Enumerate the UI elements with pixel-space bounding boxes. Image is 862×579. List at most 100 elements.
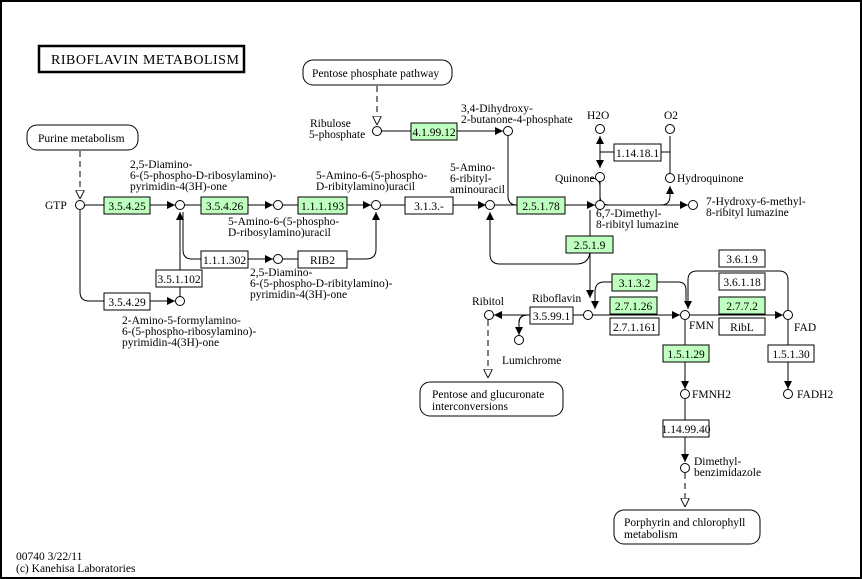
enzyme-label: 3.6.1.9 <box>726 254 758 266</box>
compound-label: 2-Amino-5-formylamino- <box>122 315 241 327</box>
enzyme-label: RibL <box>730 322 754 334</box>
compound-node-ribitol[interactable] <box>484 310 494 320</box>
enzyme-box-3-5-4-29[interactable]: 3.5.4.29 <box>103 292 151 311</box>
svg-text:Pentose and glucuronate: Pentose and glucuronate <box>432 389 544 401</box>
enzyme-box-1-14-18-1[interactable]: 1.14.18.1 <box>613 143 662 162</box>
enzyme-box-1-14-99-40[interactable]: 1.14.99.40 <box>662 419 711 438</box>
compound-node-h2o[interactable] <box>595 124 605 134</box>
enzyme-label: 3.5.99.1 <box>533 311 571 323</box>
compound-node-hydroxy-lumazine[interactable] <box>688 200 698 210</box>
map-pentose-phosphate-pathway[interactable]: Pentose phosphate pathway <box>302 59 453 86</box>
enzyme-label: 1.5.1.30 <box>772 349 810 361</box>
compound-label: 2,5-Diamino- <box>130 159 192 171</box>
enzyme-boxes: 3.5.4.25 3.5.4.26 1.1.1.193 3.1.3.- 4.1.99.1… <box>103 122 815 438</box>
enzyme-label: 3.1.3.- <box>414 201 444 213</box>
compound-label: 6,7-Dimethyl- <box>596 208 662 220</box>
enzyme-box-2-5-1-78[interactable]: 2.5.1.78 <box>516 196 566 215</box>
enzyme-label: 3.5.1.102 <box>157 274 200 286</box>
enzyme-box-1-5-1-30[interactable]: 1.5.1.30 <box>767 344 815 363</box>
enzyme-label: 4.1.99.12 <box>412 127 455 139</box>
compound-label: 2,5-Diamino- <box>250 267 312 279</box>
compound-node-dmrl[interactable] <box>595 200 605 210</box>
enzyme-label: 2.7.1.26 <box>615 301 653 313</box>
compound-node-fmnh2[interactable] <box>680 389 690 399</box>
footer: 00740 3/22/11 (c) Kanehisa Laboratories <box>16 551 136 575</box>
enzyme-box-2-7-1-161[interactable]: 2.7.1.161 <box>609 317 660 336</box>
enzyme-label: RIB2 <box>310 255 335 267</box>
compound-label: 8-ribityl lumazine <box>596 219 679 231</box>
compound-label: D-ribosylamino)uracil <box>228 227 331 239</box>
compound-node-quinone[interactable] <box>595 172 605 182</box>
enzyme-box-3-6-1-9[interactable]: 3.6.1.9 <box>718 249 766 268</box>
enzyme-box-3-5-4-25[interactable]: 3.5.4.25 <box>103 196 151 215</box>
enzyme-box-3-1-3-[interactable]: 3.1.3.- <box>404 196 454 215</box>
compound-node-riboflavin[interactable] <box>583 310 593 320</box>
compound-label: FMN <box>689 320 715 332</box>
compound-label: 3,4-Dihydroxy- <box>461 103 533 115</box>
enzyme-label: 1.14.18.1 <box>616 148 659 160</box>
svg-text:RIBOFLAVIN METABOLISM: RIBOFLAVIN METABOLISM <box>51 53 239 68</box>
compound-label: 8-ribityl lumazine <box>706 207 789 219</box>
enzyme-box-3-5-4-26[interactable]: 3.5.4.26 <box>200 196 249 215</box>
map-porphyrin-chlorophyll-metabolism[interactable]: Porphyrin and chlorophyll metabolism <box>613 509 761 545</box>
enzyme-box-1-5-1-29[interactable]: 1.5.1.29 <box>662 344 710 363</box>
enzyme-box-1-1-1-302[interactable]: 1.1.1.302 <box>200 250 249 269</box>
compound-label: aminouracil <box>450 184 505 196</box>
enzyme-box-4-1-99-12[interactable]: 4.1.99.12 <box>410 122 458 141</box>
compound-node-c-amino-ribityl-aminouracil[interactable] <box>485 200 495 210</box>
compound-label: Quinone <box>555 173 595 185</box>
svg-text:Porphyrin and chlorophyll: Porphyrin and chlorophyll <box>624 517 745 529</box>
map-pentose-glucuronate-interconversions[interactable]: Pentose and glucuronate interconversions <box>419 381 564 417</box>
compound-node-hydroquinone[interactable] <box>665 173 675 183</box>
enzyme-label: 3.5.4.29 <box>108 297 146 309</box>
compound-label: FMNH2 <box>692 389 731 401</box>
enzyme-box-RibL[interactable]: RibL <box>718 317 766 336</box>
enzyme-box-3-5-1-102[interactable]: 3.5.1.102 <box>155 269 203 288</box>
enzyme-label: 2.5.1.9 <box>574 240 606 252</box>
enzyme-box-2-7-1-26[interactable]: 2.7.1.26 <box>609 296 658 315</box>
compound-node-dmb[interactable] <box>680 463 690 473</box>
compound-label: Hydroquinone <box>677 173 743 185</box>
enzyme-box-3-5-99-1[interactable]: 3.5.99.1 <box>529 306 574 325</box>
compound-node-c-diamino-ribosyl[interactable] <box>175 200 185 210</box>
compound-label: Riboflavin <box>532 293 581 305</box>
compound-node-c-formylamino[interactable] <box>175 296 185 306</box>
compound-node-dhbp[interactable] <box>503 126 513 136</box>
compound-label: FAD <box>794 322 816 334</box>
compound-label: 6-(5-phospho-D-ribitylamino)- <box>250 278 393 290</box>
compound-node-ribulose5p[interactable] <box>372 126 382 136</box>
compound-node-fadh2[interactable] <box>783 389 793 399</box>
compound-label: FADH2 <box>797 389 833 401</box>
enzyme-box-1-1-1-193[interactable]: 1.1.1.193 <box>297 196 348 215</box>
compound-node-gtp[interactable] <box>75 200 85 210</box>
compound-label: H2O <box>587 110 609 122</box>
enzyme-box-3-6-1-18[interactable]: 3.6.1.18 <box>718 272 766 291</box>
enzyme-label: 2.7.1.161 <box>613 322 656 334</box>
compound-nodes <box>75 124 793 473</box>
compound-label: 5-Amino-6-(5-phospho- <box>228 216 339 228</box>
enzyme-label: 1.1.1.193 <box>301 201 344 213</box>
compound-node-o2[interactable] <box>665 124 675 134</box>
enzyme-label: 3.5.4.26 <box>206 201 244 213</box>
compound-label: pyrimidin-4(3H)-one <box>130 181 227 193</box>
enzyme-box-3-1-3-2[interactable]: 3.1.3.2 <box>611 273 658 292</box>
enzyme-label: 2.7.7.2 <box>726 301 758 313</box>
enzyme-label: 1.1.1.302 <box>203 255 246 267</box>
map-purine-metabolism[interactable]: Purine metabolism <box>26 124 139 151</box>
reaction-edges <box>80 86 792 507</box>
enzyme-box-2-5-1-9[interactable]: 2.5.1.9 <box>565 235 614 254</box>
compound-label: 5-phosphate <box>309 129 365 141</box>
compound-node-lumichrome[interactable] <box>514 335 524 345</box>
compound-node-c-amino-ribosyl-uracil[interactable] <box>273 200 283 210</box>
compound-node-fmn[interactable] <box>680 310 690 320</box>
enzyme-box-2-7-7-2[interactable]: 2.7.7.2 <box>718 296 766 315</box>
compound-node-fad[interactable] <box>783 310 793 320</box>
enzyme-label: 2.5.1.78 <box>522 201 560 213</box>
compound-node-c-diamino-ribityl[interactable] <box>273 254 283 264</box>
compound-label: 5-Amino-6-(5-phospho- <box>316 170 427 182</box>
compound-label: Lumichrome <box>502 355 561 367</box>
enzyme-box-RIB2[interactable]: RIB2 <box>297 250 348 269</box>
compound-node-c-amino-ribityl-uracil[interactable] <box>371 200 381 210</box>
